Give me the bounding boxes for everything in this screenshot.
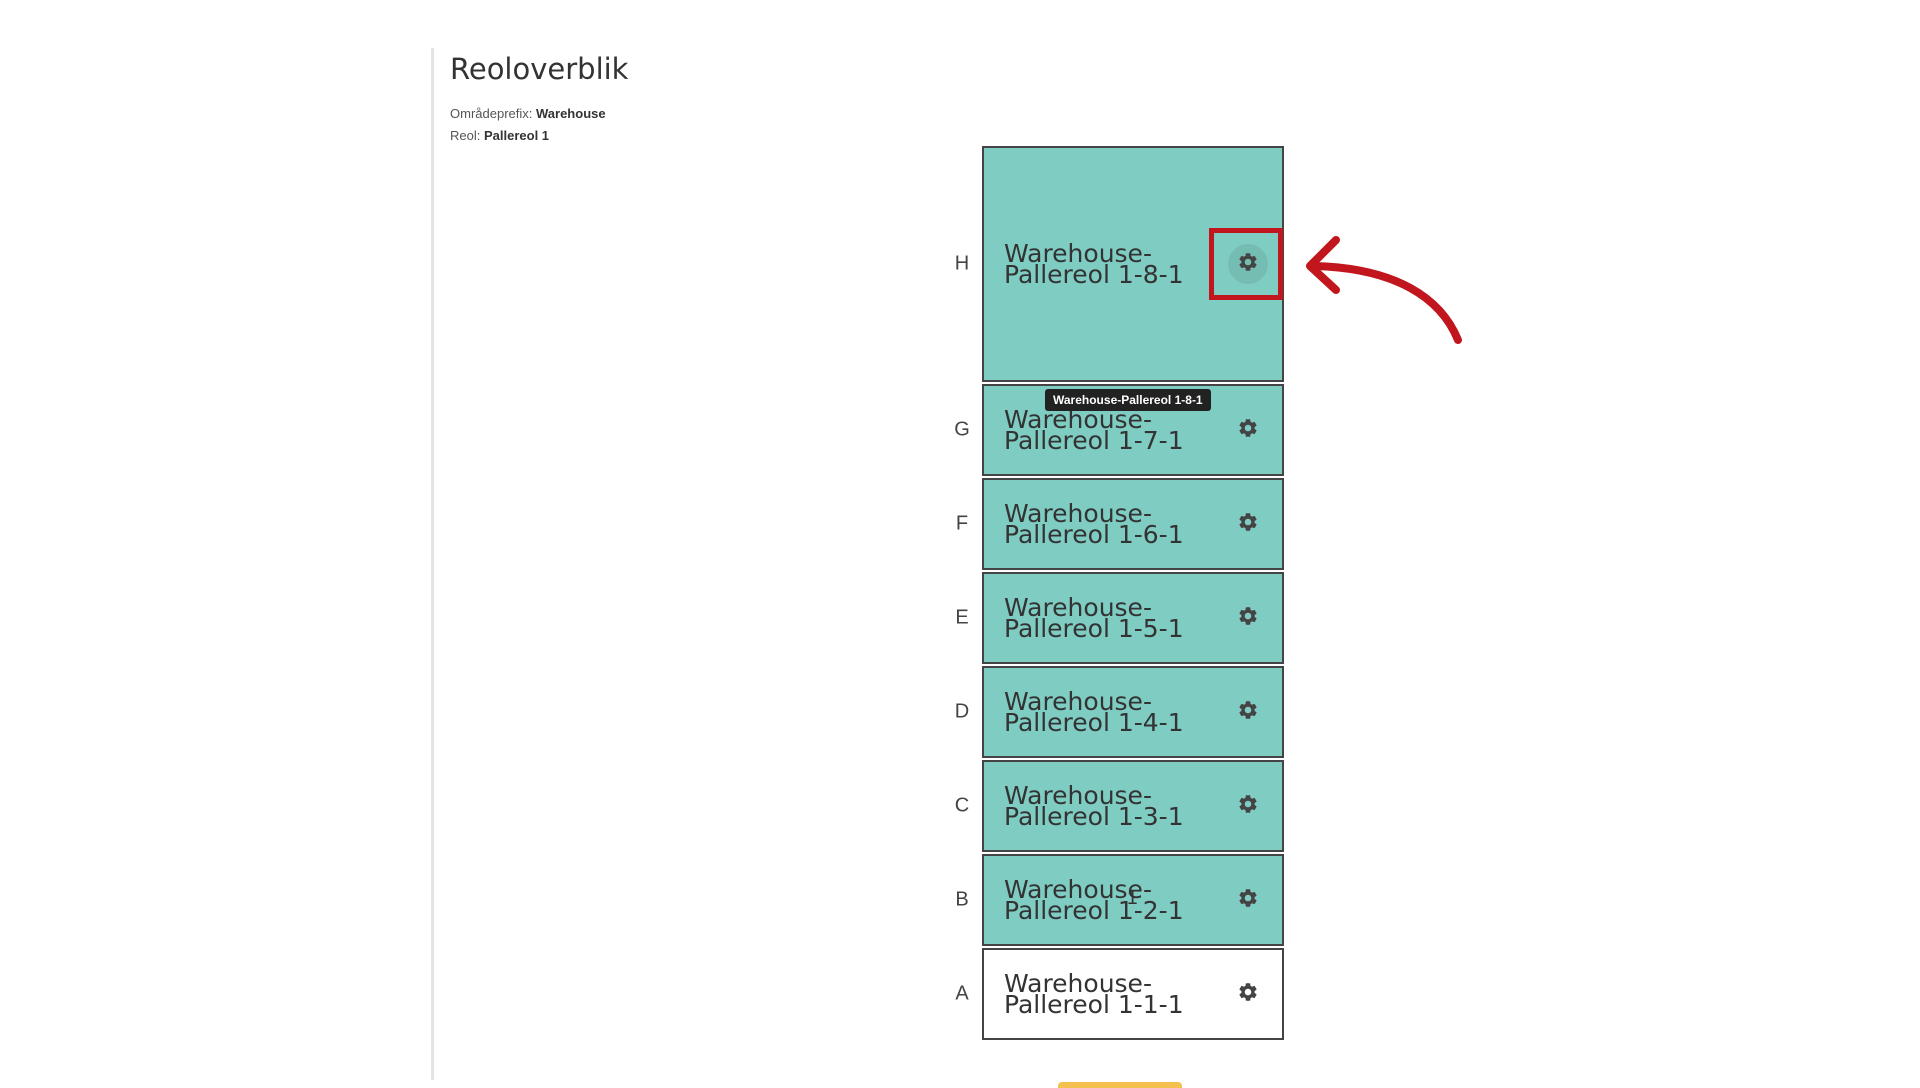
cell-label-line2: Pallereol 1-6-1 <box>1004 520 1184 549</box>
row-label-g: G <box>954 418 970 441</box>
left-divider <box>431 48 434 1080</box>
row-label-b: B <box>955 888 969 911</box>
cell-label: Warehouse-Pallereol 1-7-1 <box>1004 407 1194 453</box>
cell-tooltip: Warehouse-Pallereol 1-8-1 <box>1045 389 1211 411</box>
row-label-c: C <box>954 794 970 817</box>
gear-icon <box>1237 605 1259 632</box>
rack-cell-d[interactable]: Warehouse-Pallereol 1-4-1 <box>982 666 1284 758</box>
cell-settings-button[interactable] <box>1228 244 1268 284</box>
rack-cell-f[interactable]: Warehouse-Pallereol 1-6-1 <box>982 478 1284 570</box>
row-label-f: F <box>955 512 969 535</box>
gear-icon <box>1237 699 1259 726</box>
cell-settings-button[interactable] <box>1228 974 1268 1014</box>
cell-settings-button[interactable] <box>1228 880 1268 920</box>
cell-label: Warehouse-Pallereol 1-6-1 <box>1004 501 1194 547</box>
gear-icon <box>1237 251 1259 278</box>
cell-label-line1: Warehouse- <box>1004 239 1152 268</box>
row-label-a: A <box>955 982 969 1005</box>
cell-label-line1: Warehouse- <box>1004 781 1152 810</box>
cell-label-line2: Pallereol 1-8-1 <box>1004 260 1184 289</box>
cell-settings-button[interactable] <box>1228 504 1268 544</box>
rack-cell-h[interactable]: Warehouse-Pallereol 1-8-1 <box>982 146 1284 382</box>
highlight-box <box>1209 228 1283 300</box>
cell-label-line1: Warehouse- <box>1004 499 1152 528</box>
rack-cell-c[interactable]: Warehouse-Pallereol 1-3-1 <box>982 760 1284 852</box>
cell-label-line2: Pallereol 1-3-1 <box>1004 802 1184 831</box>
row-label-e: E <box>955 606 969 629</box>
rack-cell-b[interactable]: Warehouse-Pallereol 1-2-1 <box>982 854 1284 946</box>
cell-label-line2: Pallereol 1-1-1 <box>1004 990 1184 1019</box>
action-bar-edge <box>1058 1082 1182 1088</box>
area-prefix-value: Warehouse <box>536 106 606 121</box>
gear-icon <box>1237 793 1259 820</box>
shelf-info: Reol: Pallereol 1 <box>450 128 549 143</box>
gear-icon <box>1237 417 1259 444</box>
gear-icon <box>1237 887 1259 914</box>
row-label-d: D <box>954 700 970 723</box>
cell-label: Warehouse-Pallereol 1-5-1 <box>1004 595 1194 641</box>
column-label: 1 <box>1127 888 1138 909</box>
cell-settings-button[interactable] <box>1228 598 1268 638</box>
area-prefix: Områdeprefix: Warehouse <box>450 106 606 121</box>
cell-label-line1: Warehouse- <box>1004 405 1152 434</box>
cell-settings-button[interactable] <box>1228 692 1268 732</box>
row-label-h: H <box>954 252 970 275</box>
area-prefix-label: Områdeprefix: <box>450 106 533 121</box>
cell-label-line2: Pallereol 1-4-1 <box>1004 708 1184 737</box>
cell-label-line1: Warehouse- <box>1004 593 1152 622</box>
cell-label-line2: Pallereol 1-5-1 <box>1004 614 1184 643</box>
cell-label: Warehouse-Pallereol 1-4-1 <box>1004 689 1194 735</box>
cell-label: Warehouse-Pallereol 1-2-1 <box>1004 877 1194 923</box>
rack-cell-a[interactable]: Warehouse-Pallereol 1-1-1 <box>982 948 1284 1040</box>
annotation-arrow-icon <box>1306 236 1462 344</box>
cell-label-line1: Warehouse- <box>1004 875 1152 904</box>
gear-icon <box>1237 511 1259 538</box>
cell-label: Warehouse-Pallereol 1-1-1 <box>1004 971 1194 1017</box>
gear-icon <box>1237 981 1259 1008</box>
shelf-label: Reol: <box>450 128 481 143</box>
cell-label-line2: Pallereol 1-2-1 <box>1004 896 1184 925</box>
cell-label-line2: Pallereol 1-7-1 <box>1004 426 1184 455</box>
cell-settings-button[interactable] <box>1228 410 1268 450</box>
page-title: Reoloverblik <box>450 52 629 86</box>
cell-label-line1: Warehouse- <box>1004 687 1152 716</box>
cell-label: Warehouse-Pallereol 1-3-1 <box>1004 783 1194 829</box>
cell-label-line1: Warehouse- <box>1004 969 1152 998</box>
cell-settings-button[interactable] <box>1228 786 1268 826</box>
shelf-value: Pallereol 1 <box>483 128 550 143</box>
rack-cell-e[interactable]: Warehouse-Pallereol 1-5-1 <box>982 572 1284 664</box>
cell-label: Warehouse-Pallereol 1-8-1 <box>1004 241 1194 287</box>
